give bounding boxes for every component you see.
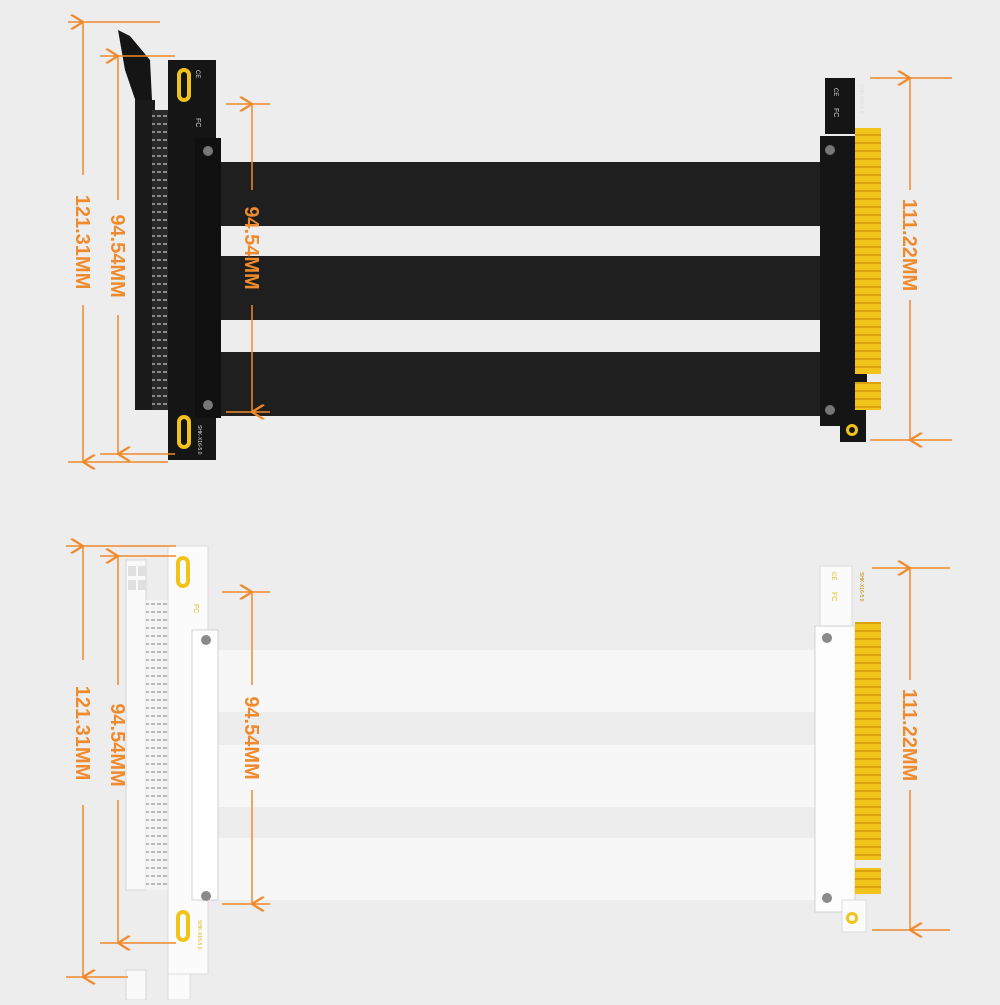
black-cable-bottom	[215, 352, 825, 416]
black-cable-middle	[215, 256, 825, 320]
svg-text:FC: FC	[830, 592, 837, 601]
white-cable-middle	[215, 745, 815, 807]
black-right-pcb-label: SHK-X16-5.0	[858, 84, 864, 114]
white-left-connector: FC SHK-X16-5.0	[125, 545, 219, 1001]
white-cable-top	[215, 650, 815, 712]
svg-text:FC: FC	[832, 108, 839, 117]
white-left-inner-label: 94.54MM	[106, 703, 128, 786]
black-cable-top	[215, 162, 825, 226]
black-right-height-label: 111.22MM	[898, 199, 920, 291]
black-left-connector: CE FC SHK-X16-5.0	[118, 30, 221, 460]
svg-text:CE: CE	[194, 70, 200, 78]
white-right-connector: CE FC SHK-X16-5.0	[814, 565, 881, 933]
white-riser: FC SHK-X16-5.0 CE FC SHK-X16-5.0	[125, 545, 881, 1001]
white-left-pcb-label: SHK-X16-5.0	[196, 920, 202, 950]
black-left-pcb-label: SHK-X16-5.0	[196, 425, 202, 455]
svg-text:FC: FC	[192, 604, 199, 613]
black-cable-height-label: 94.54MM	[240, 206, 262, 289]
white-cable-height-label: 94.54MM	[240, 696, 262, 779]
black-left-inner-label: 94.54MM	[106, 214, 128, 297]
black-dimensions	[68, 22, 952, 462]
black-dimension-labels: 121.31MM 94.54MM 94.54MM 111.22MM	[71, 195, 920, 298]
white-right-pcb-label: SHK-X16-5.0	[858, 572, 864, 602]
svg-text:CE: CE	[832, 88, 838, 96]
white-dimension-labels: 121.31MM 94.54MM 94.54MM 111.22MM	[71, 686, 920, 787]
svg-text:FC: FC	[194, 118, 201, 127]
black-riser: CE FC SHK-X16-5.0 CE FC SHK-X16-5.0	[118, 30, 881, 460]
black-left-outer-label: 121.31MM	[71, 195, 93, 290]
white-cable-bottom	[215, 838, 815, 900]
white-right-height-label: 111.22MM	[898, 689, 920, 781]
white-left-outer-label: 121.31MM	[71, 686, 93, 781]
svg-text:CE: CE	[830, 572, 836, 580]
black-right-connector: CE FC SHK-X16-5.0	[820, 78, 881, 442]
white-dimensions	[66, 546, 950, 977]
